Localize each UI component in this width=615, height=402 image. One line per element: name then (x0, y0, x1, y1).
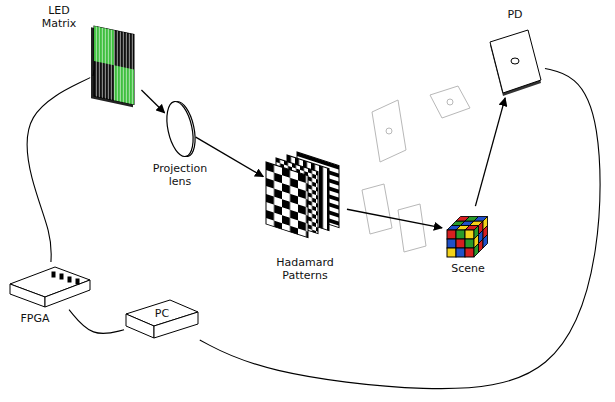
light-arrow (141, 90, 164, 113)
led-matrix-node: LED Matrix (92, 26, 140, 104)
node-label: Hadamard Patterns (265, 256, 345, 282)
faint-frames (362, 86, 470, 252)
hadamard-sheets (266, 152, 339, 238)
faint-frames-part (362, 184, 392, 234)
fpga-board-part (68, 277, 71, 282)
led-matrix-part (94, 26, 134, 105)
scene-node: Scene (444, 208, 492, 258)
light-arrow (475, 98, 505, 206)
fpga-board-part (45, 280, 90, 307)
cube-square (465, 248, 474, 257)
led-cable-stub (93, 70, 94, 76)
cable (69, 310, 124, 334)
lens-node: Projection lens (166, 98, 194, 158)
projection-lens-part (162, 99, 197, 159)
cube-square (447, 248, 456, 257)
fpga-board-part (52, 272, 55, 277)
fpga-board-part (76, 279, 79, 284)
fpga-node: FPGA (8, 264, 92, 308)
node-label: Scene (438, 262, 498, 275)
cube-square (465, 230, 474, 239)
cube-side (474, 217, 488, 258)
fpga-board-part (60, 274, 63, 279)
cube-square (456, 230, 465, 239)
faint-frames-part (386, 128, 392, 134)
cube-square (456, 239, 465, 248)
cable (200, 68, 600, 388)
photodiode (490, 30, 541, 96)
faint-frames-part (398, 204, 426, 252)
hadamard-sheets-part (266, 162, 308, 238)
cube-square (447, 230, 456, 239)
cube-square (479, 239, 484, 253)
patterns-node: Hadamard Patterns (265, 152, 345, 250)
cable (27, 78, 90, 262)
photodiode-part (490, 30, 541, 93)
cube-square (483, 235, 488, 249)
faint-frames-part (430, 86, 470, 118)
light-arrow (347, 209, 442, 228)
cube-front (447, 230, 474, 257)
node-label: PC (126, 307, 198, 320)
pc-box (126, 300, 198, 338)
cube-square (474, 244, 479, 258)
faint-frames-part (372, 100, 406, 162)
faint-frames-part (447, 99, 453, 105)
pc-node: PC (126, 300, 198, 340)
led-matrix-part (94, 26, 134, 105)
cube-square (447, 239, 456, 248)
node-label: Projection lens (148, 162, 212, 188)
projection-lens (162, 99, 199, 159)
cube-square (465, 239, 474, 248)
node-label: PD (497, 8, 533, 21)
node-label: FPGA (8, 312, 62, 325)
pc-box-part (126, 314, 154, 338)
fpga-board-part (10, 284, 45, 307)
led-matrix (91, 25, 134, 107)
node-label: LED Matrix (36, 4, 82, 30)
rubiks-cube (447, 217, 488, 258)
cube-square (456, 248, 465, 257)
fpga-board (10, 267, 90, 307)
photodiode-node: PD (487, 28, 543, 96)
photodiode-part (511, 58, 519, 64)
